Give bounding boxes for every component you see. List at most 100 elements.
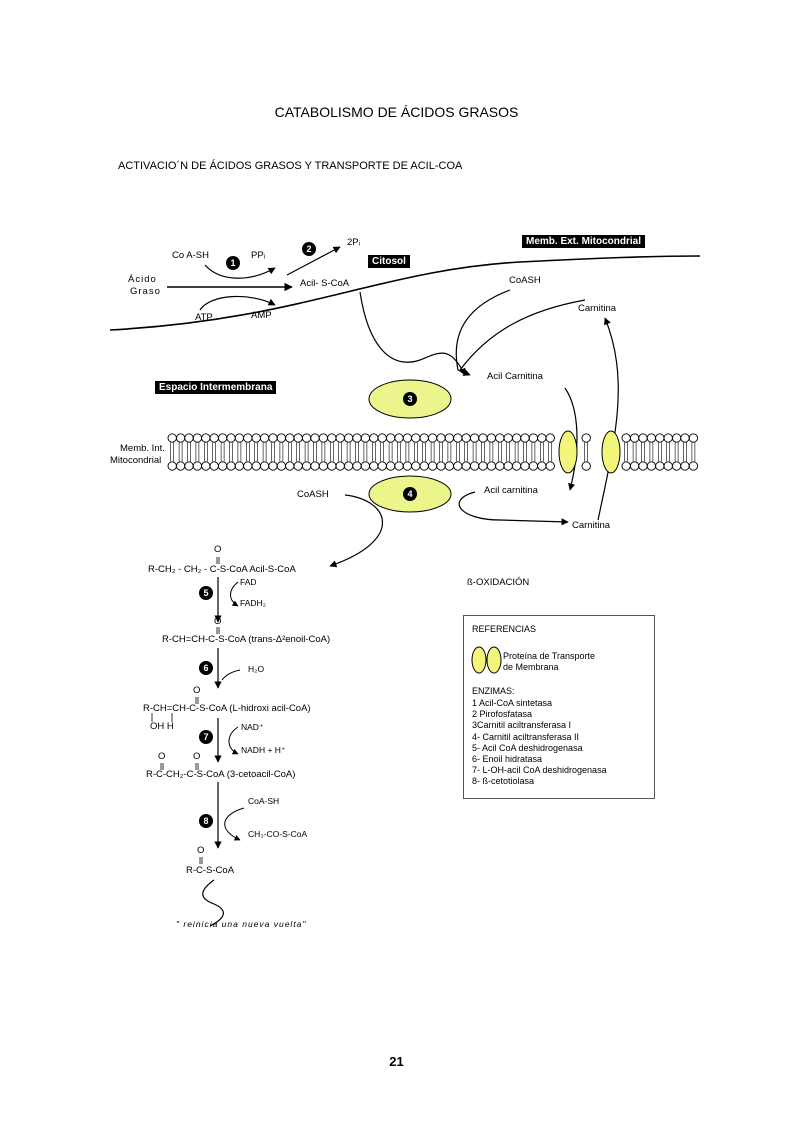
- lipid-tail: [313, 442, 317, 452]
- page-subtitle: ACTIVACIO´N DE ÁCIDOS GRASOS Y TRANSPORT…: [118, 160, 463, 172]
- enoil-coa-formula: R-CH=CH-C-S-CoA (trans-Δ²enoil-CoA): [162, 634, 331, 645]
- lipid-head: [461, 433, 471, 443]
- acilcarnitina2-arc: [458, 491, 569, 526]
- nad-label: NAD⁺: [241, 722, 264, 732]
- carnitina-return-arrow: [597, 317, 619, 521]
- lipid-head: [360, 433, 371, 443]
- lipid-tail: [372, 442, 376, 452]
- lipid-head: [469, 433, 480, 443]
- lipid-head: [301, 433, 312, 443]
- lipid-head: [646, 433, 657, 443]
- lipid-head: [545, 433, 555, 443]
- coash-arc-8: [224, 807, 245, 841]
- acil-carnitina-label-2: Acil carnitina: [484, 485, 538, 496]
- lipid-tail: [414, 452, 418, 462]
- lipid-head: [369, 461, 379, 471]
- lipid-tail: [584, 442, 588, 452]
- lipid-tail: [279, 442, 284, 452]
- lipid-head: [167, 433, 177, 443]
- lipid-head: [327, 461, 337, 471]
- lipid-tail: [229, 452, 233, 462]
- espacio-tag: Espacio Intermembrana: [155, 381, 277, 394]
- lipid-head: [285, 461, 295, 471]
- lipid-head: [495, 433, 505, 443]
- lipid-head: [268, 461, 278, 471]
- lipid-head: [209, 461, 219, 471]
- lipid-head: [581, 433, 591, 443]
- lipid-head: [638, 461, 648, 471]
- lipid-tail: [170, 442, 174, 452]
- lipid-tail: [489, 452, 494, 462]
- lipid-tail: [584, 452, 588, 462]
- enzyme-item: 4- Carnitil aciltransferasa II: [472, 731, 580, 742]
- step-number-5: 5: [199, 586, 213, 600]
- lipid-head: [226, 433, 236, 443]
- fad-arc: [230, 581, 239, 607]
- transport-protein-right: [601, 430, 621, 474]
- lipid-tail: [346, 442, 351, 452]
- lipid-tail: [254, 452, 258, 462]
- lipid-tail: [296, 442, 300, 452]
- lipid-tail: [229, 442, 233, 452]
- lipid-tail: [456, 442, 460, 452]
- amp-label: AMP: [251, 310, 272, 321]
- lipid-tail: [666, 442, 670, 452]
- lipid-head: [234, 433, 245, 443]
- lipid-head: [184, 433, 194, 443]
- lipid-head: [385, 461, 396, 471]
- acetil-coa-label: CH₃-CO-S-CoA: [248, 829, 308, 839]
- step-number-2: 2: [302, 242, 316, 256]
- ppi-to-2pi-arrow: [286, 246, 341, 276]
- lipid-tail: [531, 452, 536, 462]
- lipid-head: [335, 461, 345, 471]
- lipid-head: [503, 433, 513, 443]
- memb-ext-tag: Memb. Ext. Mitocondrial: [522, 235, 646, 248]
- lipid-head: [293, 461, 303, 471]
- lipid-head: [663, 461, 673, 471]
- beta-oxidation-label: ß-OXIDACIÓN: [467, 577, 530, 588]
- nadh-label: NADH + H⁺: [241, 745, 286, 755]
- lipid-head: [436, 461, 446, 471]
- ppi-label: PPᵢ: [251, 250, 266, 261]
- lipid-head: [377, 433, 387, 443]
- lipid-tail: [212, 452, 216, 462]
- lipid-head: [243, 461, 253, 471]
- lipid-head: [175, 461, 186, 471]
- lipid-tail: [456, 452, 460, 462]
- lipid-tail: [674, 442, 679, 452]
- lipid-tail: [262, 452, 267, 462]
- lipid-head: [301, 461, 312, 471]
- lipid-tail: [380, 442, 384, 452]
- lipid-head: [192, 461, 203, 471]
- lipid-tail: [195, 452, 200, 462]
- lipid-tail: [346, 452, 351, 462]
- lipid-tail: [540, 442, 544, 452]
- lipid-head: [621, 461, 631, 471]
- lipid-head: [268, 433, 278, 443]
- lipid-head: [201, 461, 211, 471]
- lipid-tail: [632, 452, 637, 462]
- carbonyl-o-4b: O: [193, 751, 201, 762]
- lipid-head: [629, 461, 640, 471]
- lipid-tail: [262, 442, 267, 452]
- lipid-head: [646, 461, 657, 471]
- lipid-head: [318, 433, 329, 443]
- enzyme-item: 1 Acil-CoA sintetasa: [472, 698, 553, 708]
- lipid-head: [520, 461, 530, 471]
- lipid-tail: [195, 442, 200, 452]
- legend-protein-label-2: de Membrana: [503, 662, 559, 672]
- lipid-tail: [658, 442, 662, 452]
- coa-sh-label: CoA-SH: [248, 796, 280, 806]
- lipid-head: [511, 461, 522, 471]
- acido-label-1: Ácido: [128, 274, 157, 285]
- lipid-head: [293, 433, 303, 443]
- lipid-head: [184, 461, 194, 471]
- lipid-head: [419, 461, 429, 471]
- hidroxiacil-coa-formula: R-CH=CH-C-S-CoA (L-hidroxi acil-CoA): [143, 703, 311, 714]
- lipid-head: [680, 461, 690, 471]
- lipid-head: [478, 461, 488, 471]
- carnitina-to-coash-arc: [459, 299, 586, 371]
- lipid-tail: [388, 442, 393, 452]
- memb-int-label-2: Mitocondrial: [110, 455, 162, 466]
